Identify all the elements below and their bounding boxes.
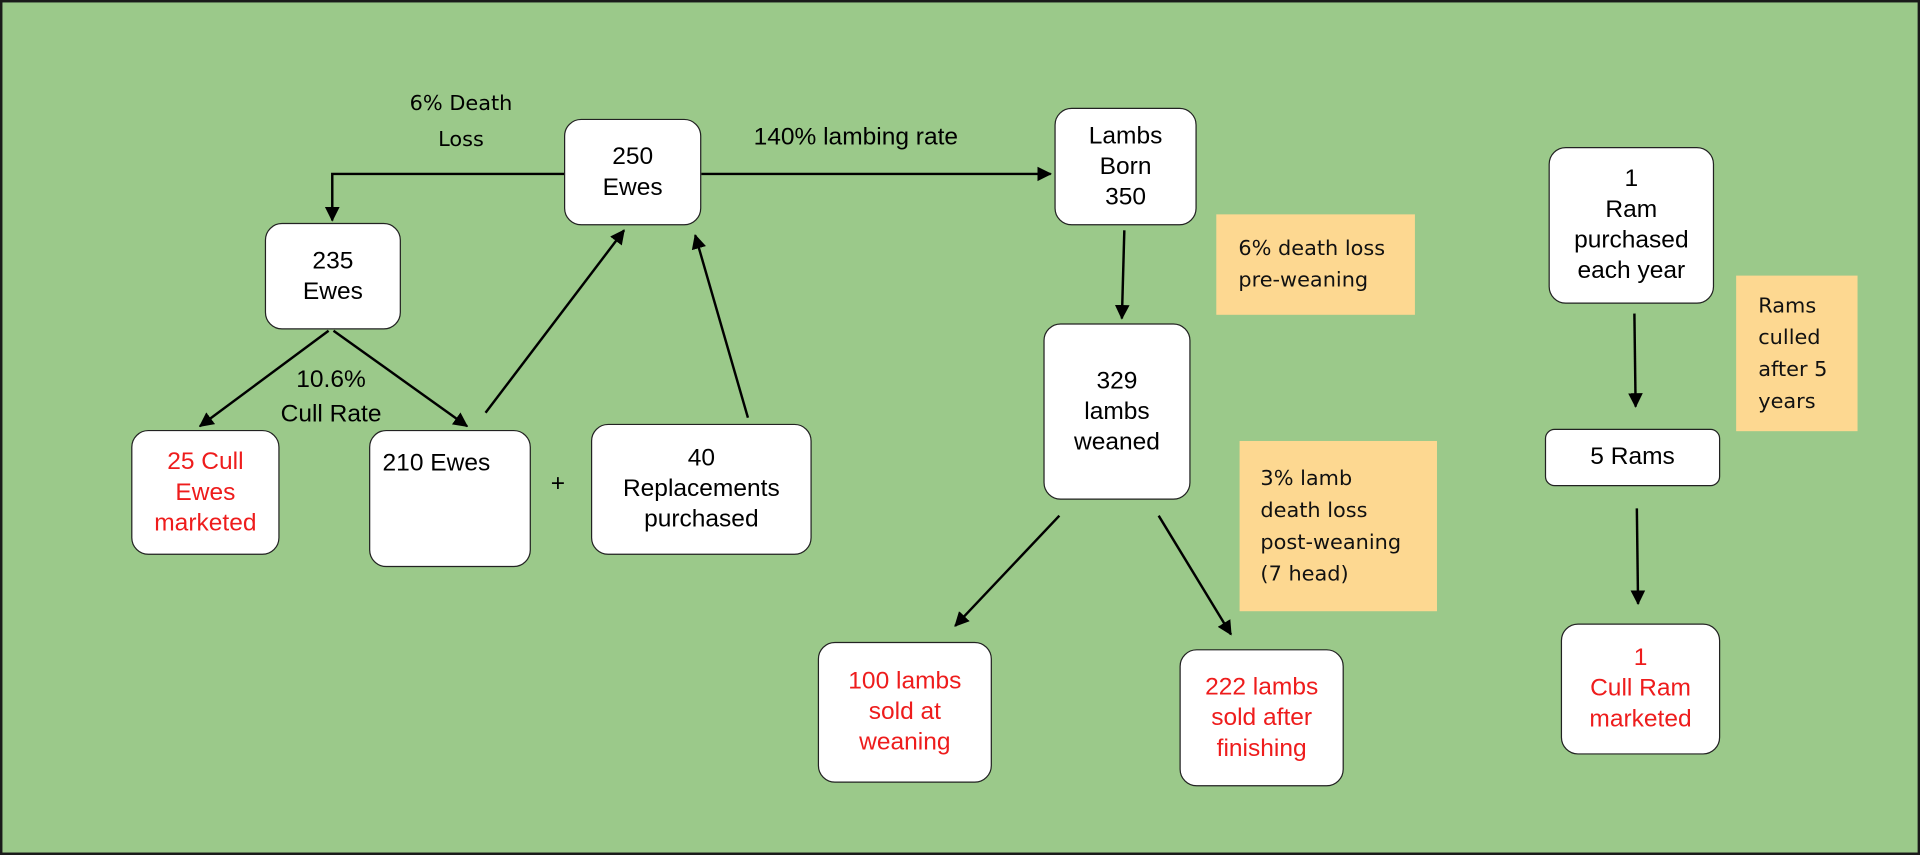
- ram-purchased-box: 1 Ram purchased each year: [1548, 146, 1715, 304]
- arrow-to-sold-finishing: [1157, 515, 1233, 636]
- ewes-210-box: 210 Ewes: [369, 429, 531, 568]
- replacements-purchased-box: 40 Replacements purchased: [590, 423, 812, 555]
- lambs-sold-finishing-box: 222 lambs sold after finishing: [1179, 649, 1344, 787]
- ewes-235-box: 235 Ewes: [264, 222, 401, 330]
- arrow-born-to-weaned: [1114, 230, 1130, 320]
- arrow-ram-cull: [1630, 508, 1646, 606]
- note-pre-weaning-death: 6% death loss pre-weaning: [1216, 214, 1415, 315]
- note-rams-culled: Rams culled after 5 years: [1736, 275, 1858, 432]
- plus-sign: +: [550, 470, 566, 498]
- arrow-to-sold-weaning: [954, 514, 1061, 627]
- ewes-250-box: 250 Ewes: [564, 118, 702, 226]
- cull-rate-label: 10.6% Cull Rate: [280, 366, 382, 428]
- lambs-sold-weaning-box: 100 lambs sold at weaning: [817, 641, 992, 783]
- lambing-rate-label: 140% lambing rate: [753, 123, 959, 151]
- cull-ewes-marketed-box: 25 Cull Ewes marketed: [131, 429, 280, 555]
- arrow-death-loss: [324, 172, 566, 222]
- arrow-replacements-to-flock: [691, 234, 750, 419]
- arrow-to-cull-ewes: [198, 329, 330, 428]
- lambs-weaned-box: 329 lambs weaned: [1043, 323, 1191, 500]
- arrow-kept-to-flock: [484, 229, 626, 414]
- arrow-ram-purchase: [1628, 313, 1643, 408]
- arrow-to-kept-ewes: [332, 329, 469, 428]
- note-post-weaning-death: 3% lamb death loss post-weaning (7 head): [1239, 440, 1437, 612]
- cull-ram-marketed-box: 1 Cull Ram marketed: [1560, 623, 1721, 755]
- death-loss-label: 6% Death Loss: [409, 91, 513, 152]
- lambs-born-box: Lambs Born 350: [1054, 107, 1197, 226]
- rams-5-box: 5 Rams: [1544, 428, 1721, 487]
